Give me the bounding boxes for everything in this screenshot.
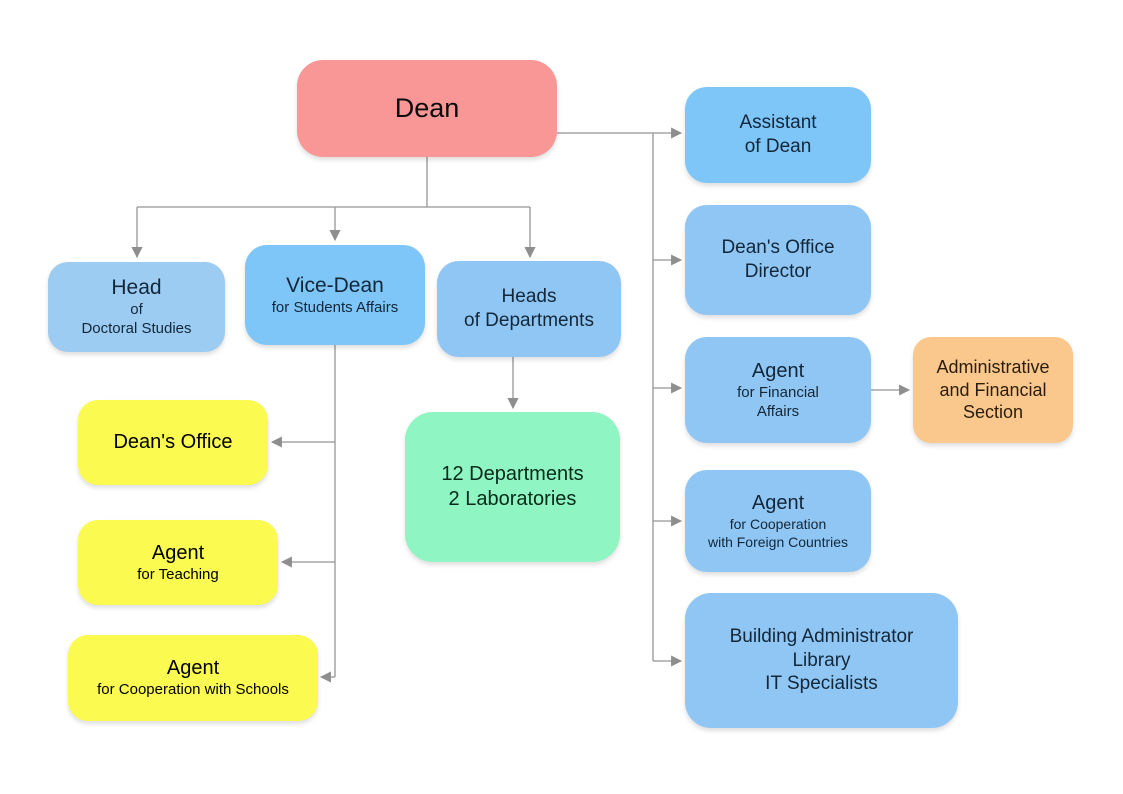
node-admin-financial-section-label: Administrative and Financial Section [936,357,1050,423]
node-deans-office-label: Dean's Office [113,431,233,453]
node-building-admin-label: Building Administrator Library IT Specia… [729,625,914,695]
node-assistant-of-dean-label: Assistant of Dean [739,112,817,157]
node-head-doctoral-sublabel: of Doctoral Studies [81,301,192,338]
node-building-admin: Building Administrator Library IT Specia… [685,593,958,728]
node-vice-dean: Vice-Dean for Students Affairs [245,245,425,345]
node-agent-schools-label: Agent [166,657,220,680]
node-agent-teaching: Agent for Teaching [78,520,278,605]
node-agent-foreign-label: Agent [751,492,805,514]
node-agent-financial: Agent for Financial Affairs [685,337,871,443]
node-heads-departments-label: Heads of Departments [464,286,594,331]
node-agent-foreign-sublabel: for Cooperation with Foreign Countries [707,516,849,550]
node-assistant-of-dean: Assistant of Dean [685,87,871,183]
node-agent-teaching-sublabel: for Teaching [137,565,219,583]
node-agent-schools: Agent for Cooperation with Schools [68,635,318,721]
node-departments-labs: 12 Departments 2 Laboratories [405,412,620,562]
node-dean-label: Dean [394,92,460,123]
node-heads-departments: Heads of Departments [437,261,621,357]
node-agent-foreign: Agent for Cooperation with Foreign Count… [685,470,871,572]
node-deans-office-director: Dean's Office Director [685,205,871,315]
node-agent-schools-sublabel: for Cooperation with Schools [97,681,289,699]
node-agent-teaching-label: Agent [151,541,205,564]
node-admin-financial-section: Administrative and Financial Section [913,337,1073,443]
node-agent-financial-sublabel: for Financial Affairs [737,383,819,420]
node-vice-dean-label: Vice-Dean [286,273,384,297]
node-vice-dean-sublabel: for Students Affairs [271,298,399,316]
node-dean: Dean [297,60,557,157]
node-head-doctoral: Head of Doctoral Studies [48,262,225,352]
node-departments-labs-label: 12 Departments 2 Laboratories [441,463,584,510]
node-head-doctoral-label: Head [111,276,162,300]
node-deans-office-director-label: Dean's Office Director [721,237,835,282]
node-deans-office: Dean's Office [78,400,268,485]
node-agent-financial-label: Agent [751,359,805,382]
